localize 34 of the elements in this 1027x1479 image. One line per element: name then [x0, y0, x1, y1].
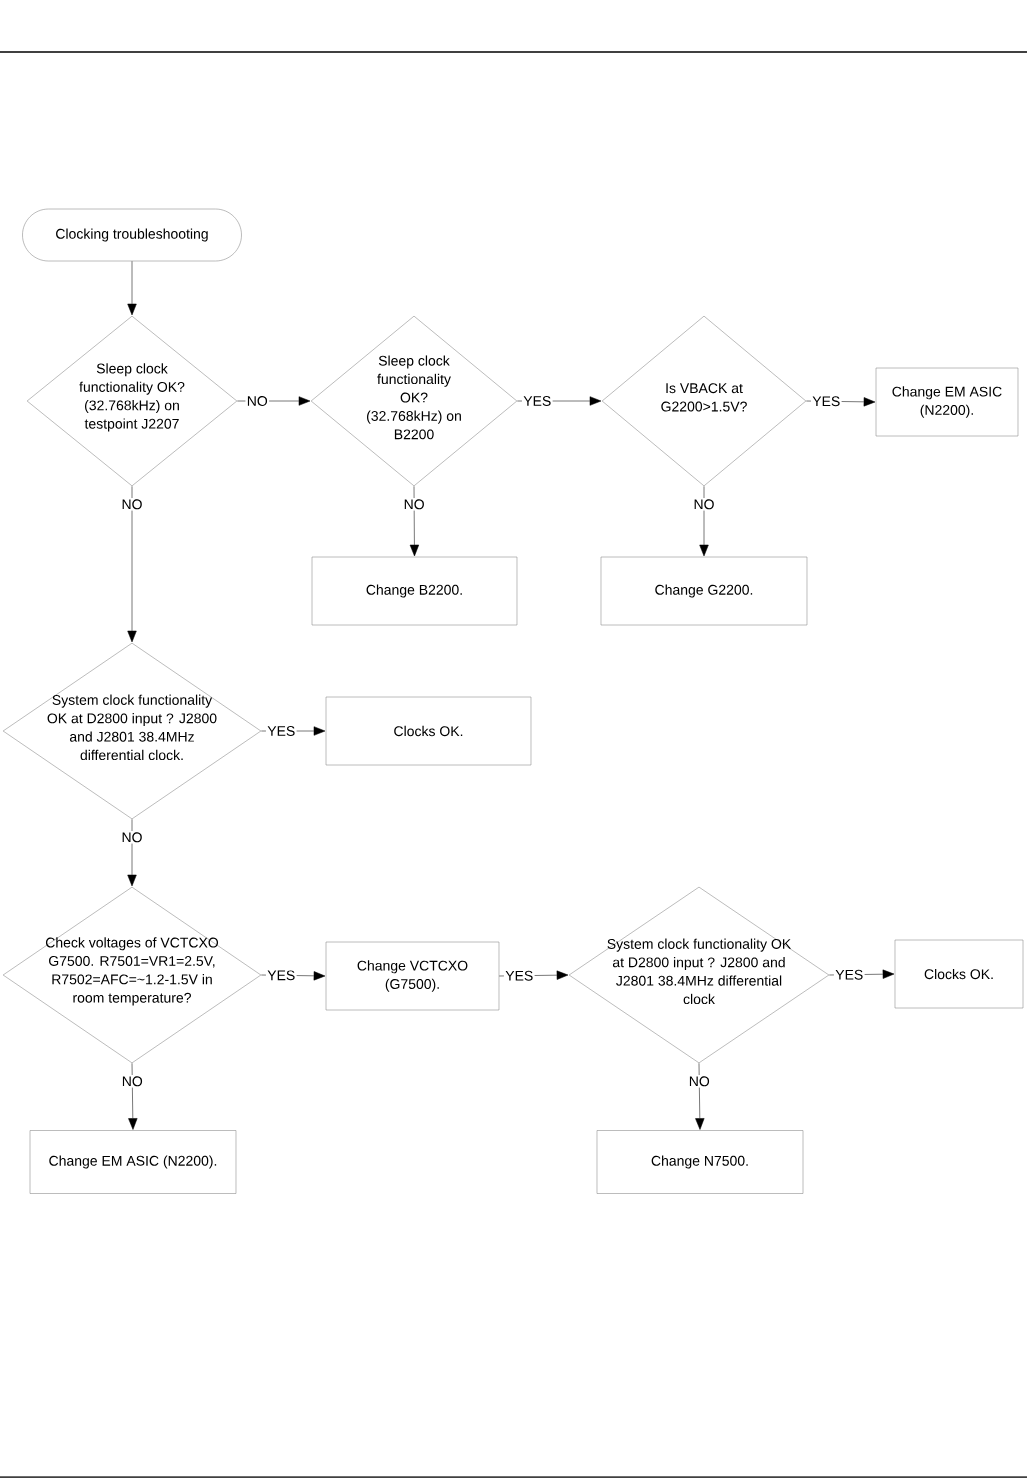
arrow — [237, 396, 311, 406]
edge-label: YES — [521, 394, 553, 408]
process-box: Change VCTCXO (G7500). — [325, 941, 500, 1011]
arrow — [127, 486, 137, 643]
edge-label: YES — [503, 969, 535, 982]
process-box: Clocks OK. — [325, 696, 532, 766]
process-box: Clocks OK. — [894, 939, 1024, 1009]
process-box: Change N7500. — [596, 1130, 804, 1194]
start-terminal: Clocking troubleshooting — [22, 208, 242, 262]
arrow — [409, 486, 420, 557]
arrow — [261, 971, 326, 981]
edge-label: NO — [692, 498, 716, 511]
edge-label: YES — [833, 968, 865, 981]
arrow — [128, 1063, 138, 1130]
edge-label: YES — [265, 724, 297, 738]
arrow — [127, 819, 137, 887]
edge-label: NO — [120, 498, 144, 511]
edge-label: NO — [120, 1075, 145, 1088]
process-box: Change G2200. — [600, 556, 808, 626]
arrow — [695, 1063, 705, 1130]
arrow — [829, 969, 895, 979]
arrow — [699, 486, 709, 557]
arrow — [806, 397, 876, 407]
arrow — [127, 261, 137, 316]
edge-label: NO — [120, 831, 144, 844]
process-box: Change B2200. — [311, 556, 518, 626]
process-box: Change EM ASIC (N2200). — [29, 1130, 237, 1194]
edge-label: NO — [245, 394, 270, 408]
edge-label: YES — [810, 395, 842, 408]
edge-label: NO — [687, 1075, 712, 1088]
process-box: Change EM ASIC (N2200). — [875, 367, 1019, 437]
arrow — [499, 970, 569, 980]
edge-label: YES — [265, 969, 297, 982]
edge-label: NO — [402, 498, 426, 511]
